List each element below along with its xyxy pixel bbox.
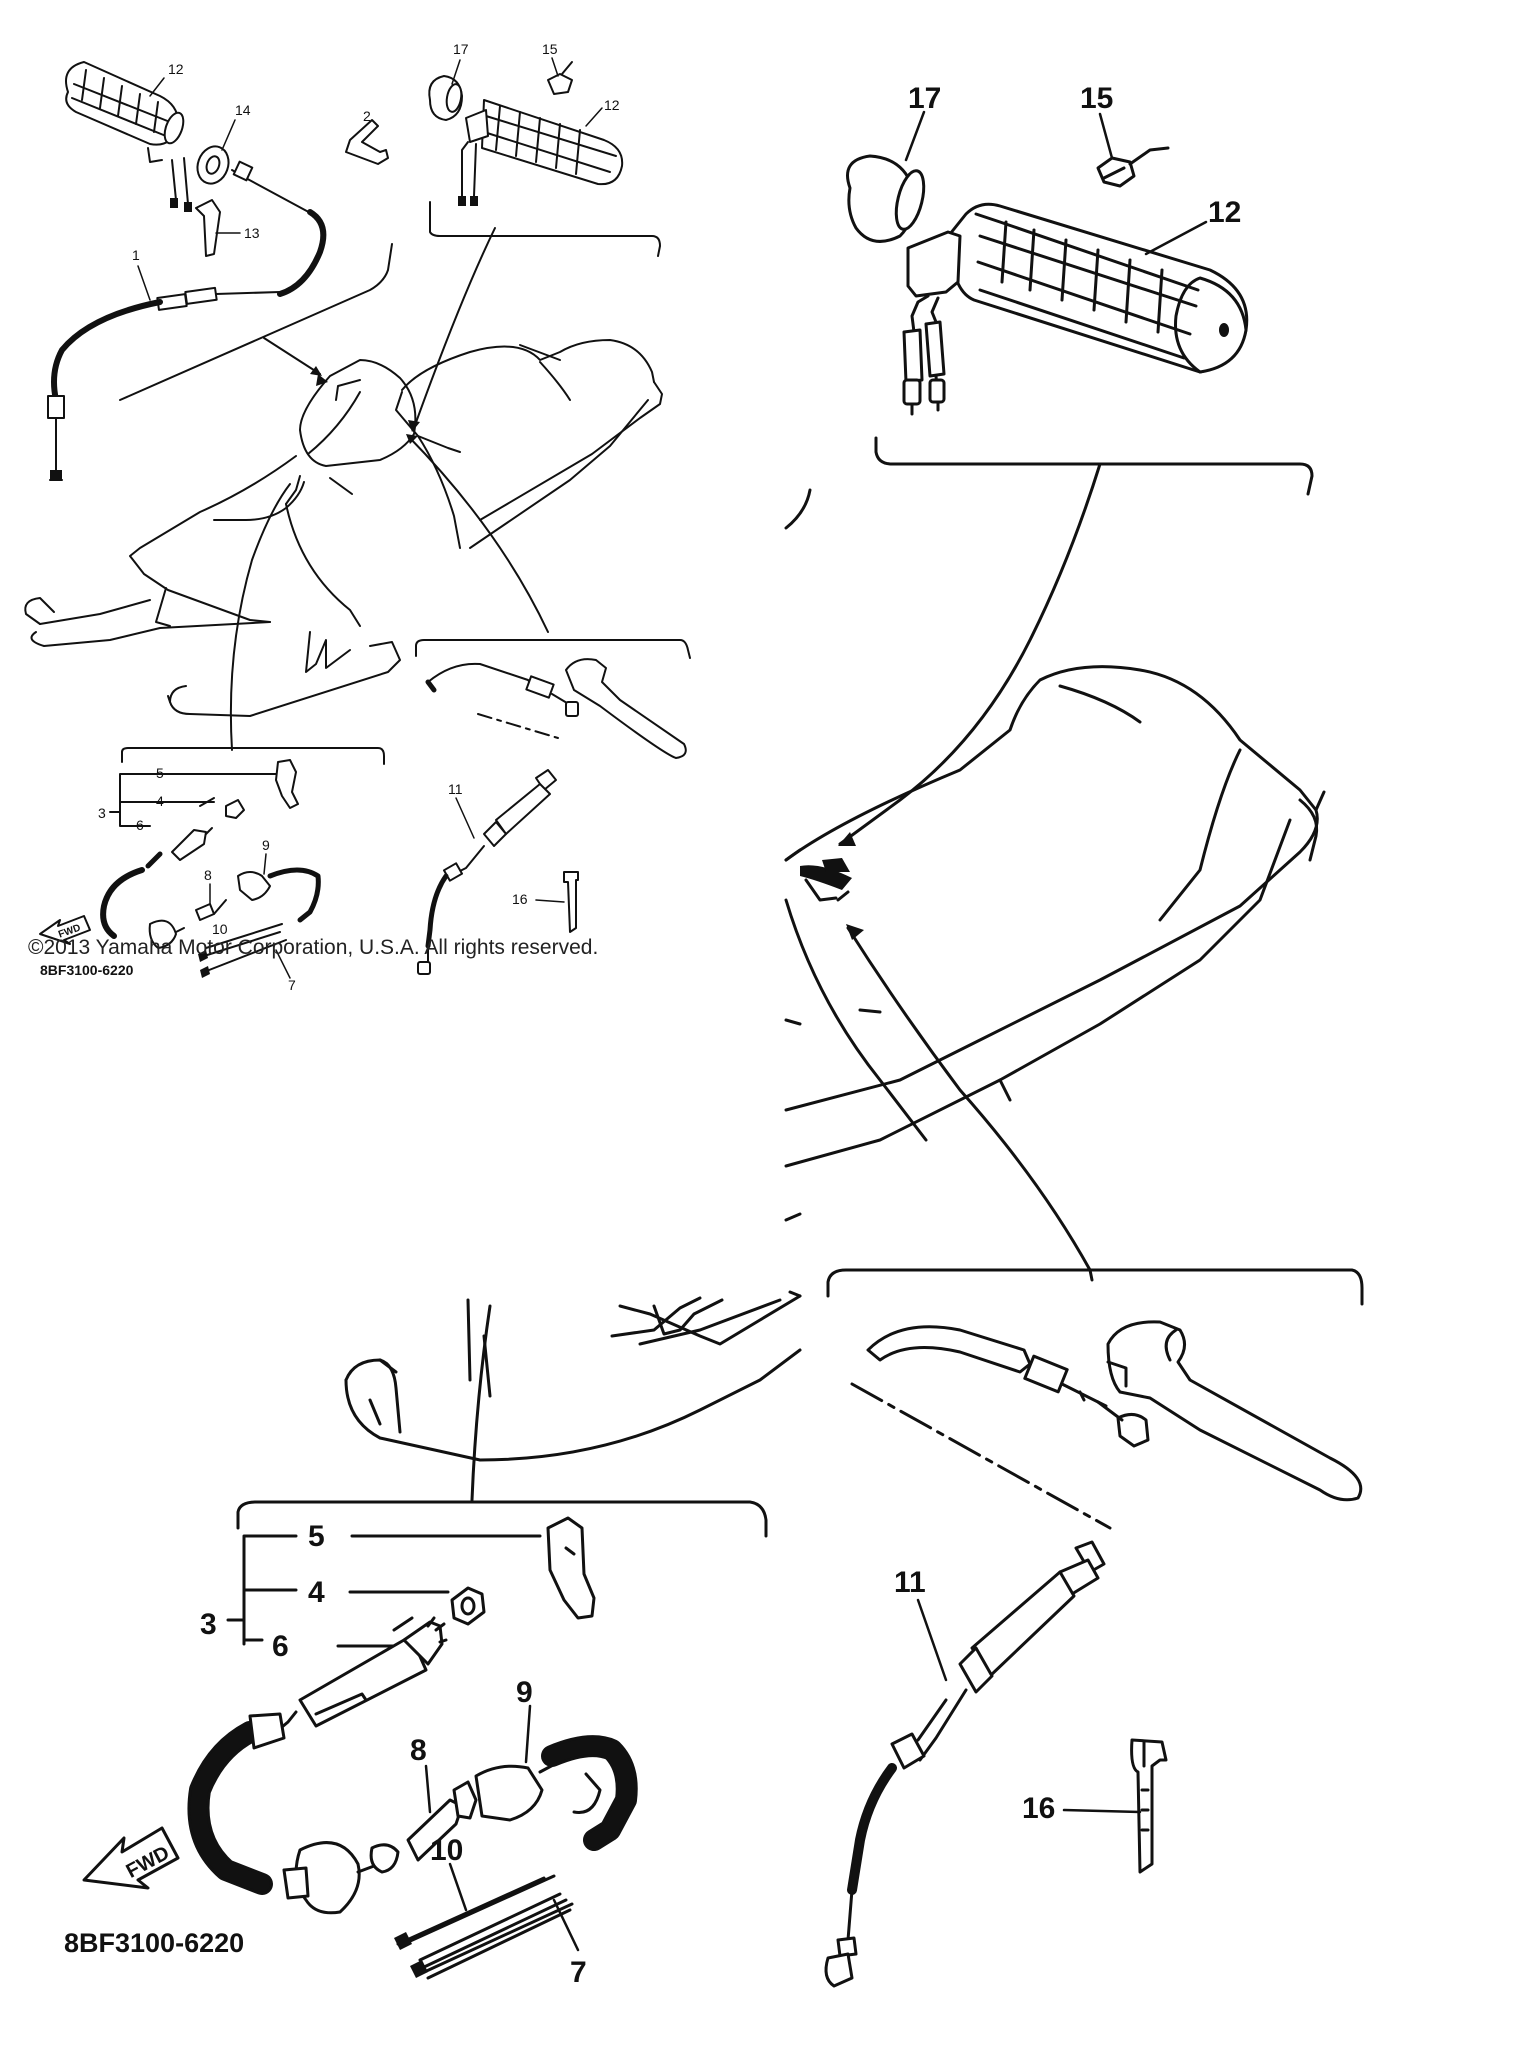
snowmobile-illustration [24,227,663,751]
callout-16a: 16 [512,891,528,907]
callout-11b: 11 [894,1566,926,1599]
right-grip-detail [846,146,1249,416]
choke-cable-detail [824,1540,1106,1988]
choke-assembly-part-small [100,759,321,978]
callout-5b: 5 [308,1520,325,1553]
callout-3b: 3 [200,1608,217,1641]
brake-lever-part-small [425,658,687,759]
callout-5a: 5 [156,765,164,781]
callout-10b: 10 [430,1834,463,1867]
cable-tie-detail [1130,1738,1168,1874]
callout-12c: 12 [1208,196,1241,229]
forward-arrow-detail: FWD [82,1826,180,1890]
left-grip-part [65,61,192,212]
callout-17a: 17 [453,41,469,57]
callout-14: 14 [235,102,251,118]
callout-15b: 15 [1080,82,1113,115]
callout-3a: 3 [98,805,106,821]
callout-6b: 6 [272,1630,289,1663]
copyright-notice: ©2013 Yamaha Motor Corporation, U.S.A. A… [28,936,599,959]
throttle-cable-part [47,209,327,481]
callout-4a: 4 [156,793,164,809]
callout-7a: 7 [288,977,296,993]
snowmobile-detail [344,665,1326,1502]
diagram-code-large: 8BF3100-6220 [64,1928,244,1958]
diagram-code-small: 8BF3100-6220 [40,962,134,978]
detail-callouts: 17 15 12 5 4 3 6 9 8 10 7 11 16 8BF3100-… [64,82,1241,1989]
callout-9b: 9 [516,1676,533,1709]
clip-part [195,199,221,257]
choke-cable-part-small [417,769,557,975]
overview-diagram: FWD [24,61,691,978]
callout-17b: 17 [908,82,941,115]
callout-4b: 4 [308,1576,325,1609]
overview-callouts: 12 14 2 13 1 17 15 12 5 4 3 6 9 8 10 7 1… [40,41,620,993]
callout-10a: 10 [212,921,228,937]
callout-13: 13 [244,225,260,241]
callout-1: 1 [132,247,140,263]
right-grip-part [428,61,624,206]
callout-7b: 7 [570,1956,587,1989]
callout-12a: 12 [168,61,184,77]
callout-11a: 11 [448,781,463,797]
detail-diagram: FWD [82,146,1364,1988]
callout-2: 2 [363,108,371,124]
callout-9a: 9 [262,837,270,853]
brake-lever-detail [866,1320,1363,1502]
callout-8a: 8 [204,867,212,883]
choke-assembly-detail [187,1516,638,1980]
callout-8b: 8 [410,1734,427,1767]
forward-arrow-small: FWD [39,915,91,945]
cable-tie-part-small [563,871,579,933]
callout-15a: 15 [542,41,558,57]
callout-12b: 12 [604,97,620,113]
hook-part [345,119,389,165]
callout-6a: 6 [136,817,144,833]
callout-16b: 16 [1022,1792,1055,1825]
